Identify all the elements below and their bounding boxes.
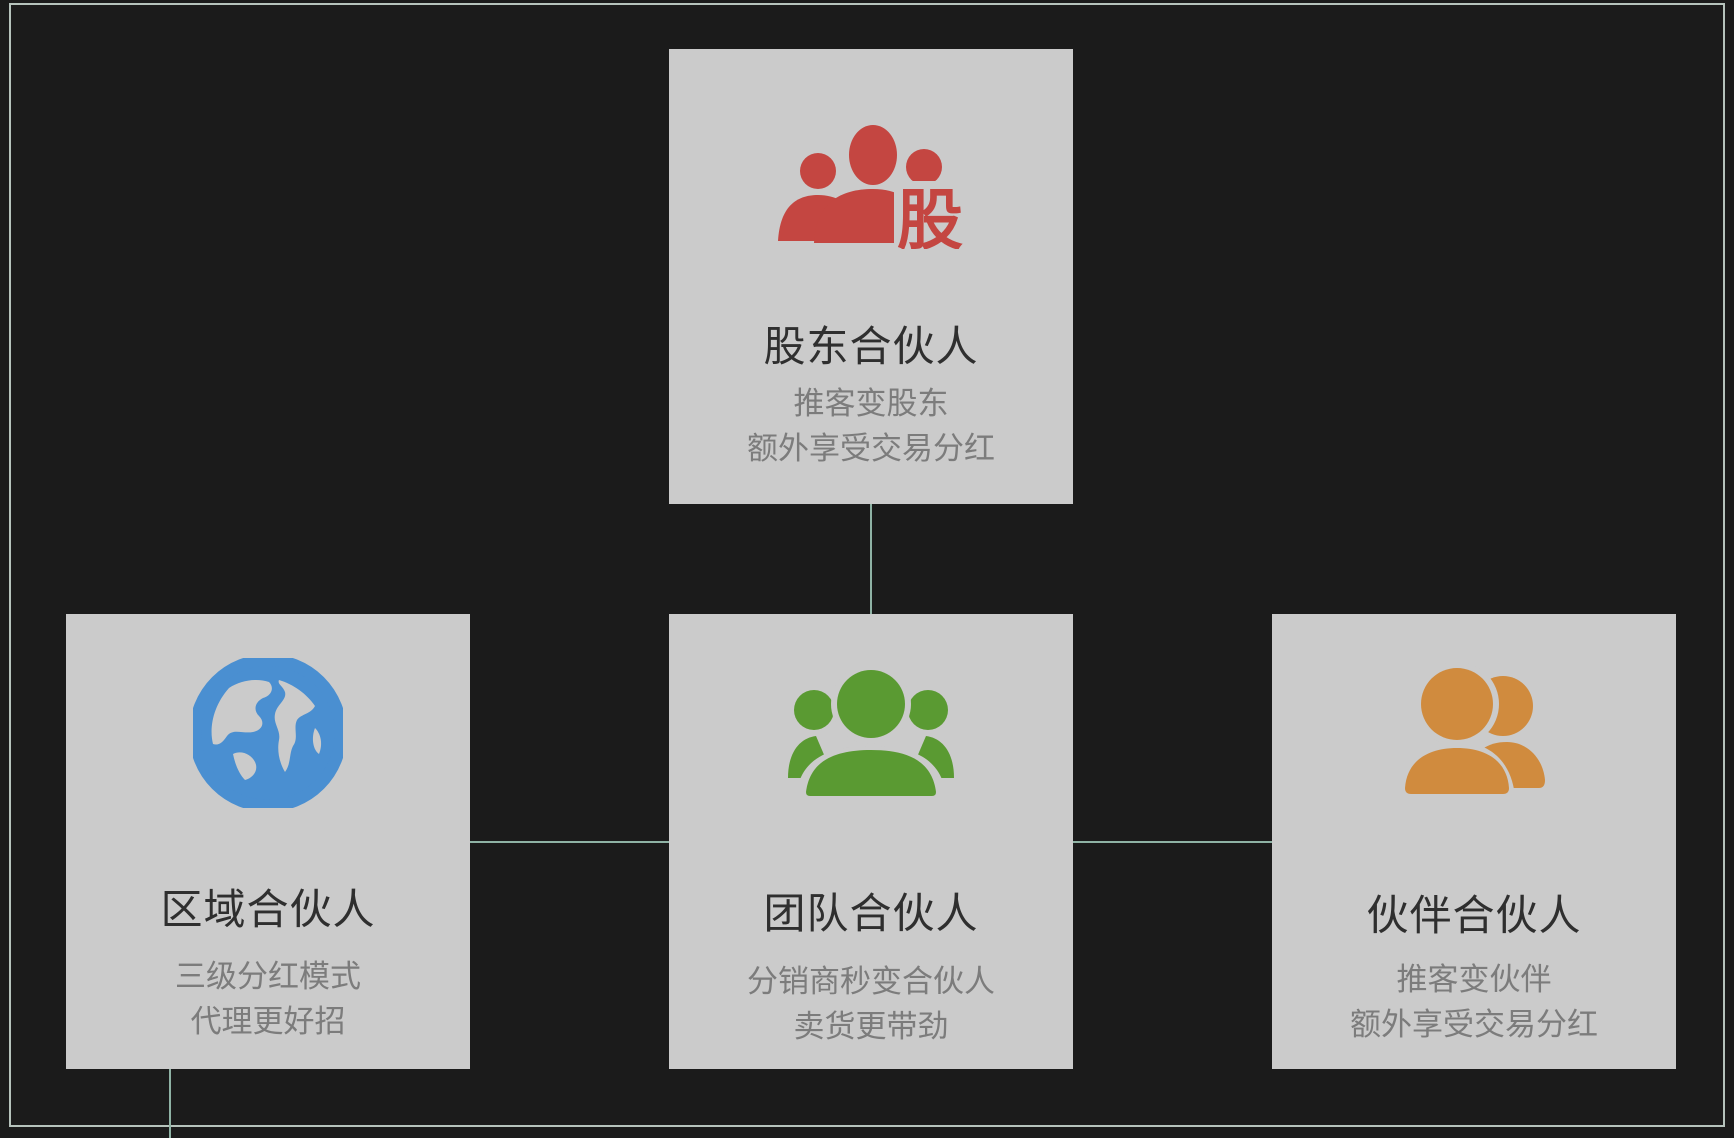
partner-icon	[1272, 660, 1676, 800]
node-description: 推客变伙伴 额外享受交易分红	[1350, 962, 1598, 1043]
team-icon	[669, 662, 1073, 802]
node-description: 三级分红模式 代理更好招	[175, 959, 361, 1040]
connector-center-right	[1073, 841, 1272, 843]
node-title: 股东合伙人	[763, 322, 979, 371]
node-description: 推客变股东 额外享受交易分红	[747, 386, 995, 467]
connector-left-center	[470, 841, 669, 843]
node-description: 分销商秒变合伙人 卖货更带劲	[747, 964, 995, 1045]
connector-top-center	[870, 504, 872, 614]
node-title: 伙伴合伙人	[1366, 891, 1582, 940]
globe-icon	[66, 658, 470, 808]
shareholders-icon-glyph: 股	[897, 182, 963, 249]
node-team-partner: 团队合伙人 分销商秒变合伙人 卖货更带劲	[669, 614, 1073, 1069]
connector-left-bottom	[169, 1069, 171, 1138]
node-regional-partner: 区域合伙人 三级分红模式 代理更好招	[66, 614, 470, 1069]
diagram-frame	[9, 3, 1725, 1127]
node-companion-partner: 伙伴合伙人 推客变伙伴 额外享受交易分红	[1272, 614, 1676, 1069]
node-title: 区域合伙人	[160, 885, 376, 934]
node-title: 团队合伙人	[763, 889, 979, 938]
node-shareholder-partner: 股 股东合伙人 推客变股东 额外享受交易分红	[669, 49, 1073, 504]
shareholders-icon: 股	[669, 119, 1073, 249]
